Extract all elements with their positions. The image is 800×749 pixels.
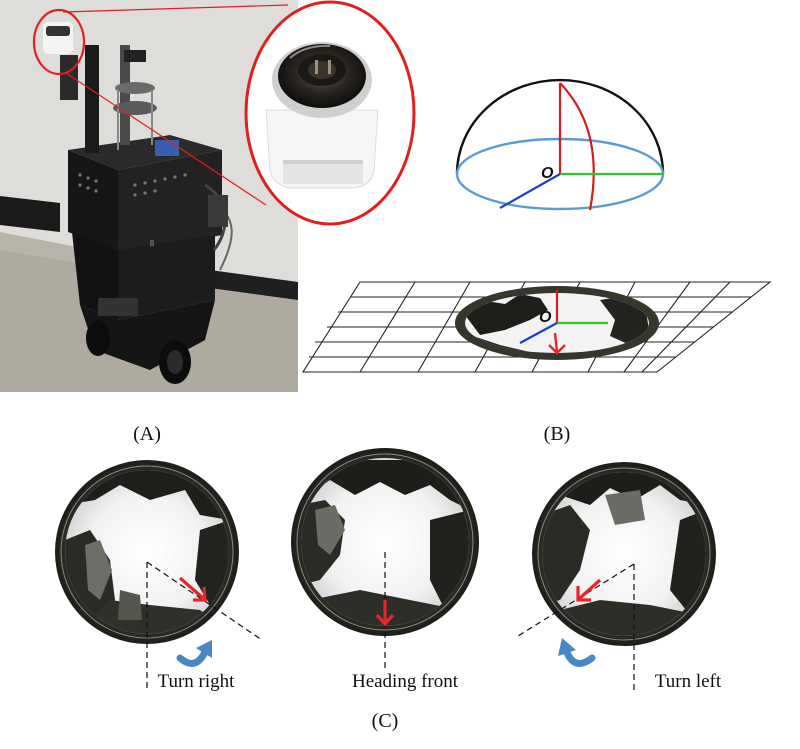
origin-label: O (541, 165, 554, 182)
panel-a-photo (0, 0, 298, 392)
ground-fisheye: O (455, 286, 659, 360)
heading-arrow-1 (178, 576, 205, 600)
ground-y-axis (519, 322, 558, 344)
origin-label-ground: O (539, 309, 552, 326)
panel-label-a: (A) (133, 423, 161, 445)
meridian (559, 82, 595, 211)
caption-turn-right: Turn right (158, 671, 236, 692)
caption-heading-front: Heading front (352, 671, 459, 692)
ground-heading-arrow (553, 332, 559, 353)
panel-label-b: (B) (544, 423, 571, 445)
camera-closeup (244, 0, 416, 226)
panel-label-c: (C) (372, 710, 399, 732)
rotation-arrow-left (562, 646, 596, 667)
fisheye-view-turn-right (55, 460, 263, 690)
rotation-arrow-right (176, 646, 210, 667)
fisheye-view-heading-front (291, 448, 479, 668)
heading-arrow-3 (578, 578, 602, 600)
zoom-line-top (62, 4, 289, 13)
y-axis (499, 173, 561, 209)
hemisphere-outline (455, 78, 665, 175)
caption-turn-left: Turn left (655, 671, 722, 692)
robot-body (43, 22, 233, 384)
zoom-line-bottom (65, 72, 267, 206)
panel-b-diagram: O (302, 78, 772, 373)
fisheye-view-turn-left (517, 462, 716, 690)
highlight-ring-small (32, 8, 86, 76)
hemisphere: O (455, 78, 665, 211)
